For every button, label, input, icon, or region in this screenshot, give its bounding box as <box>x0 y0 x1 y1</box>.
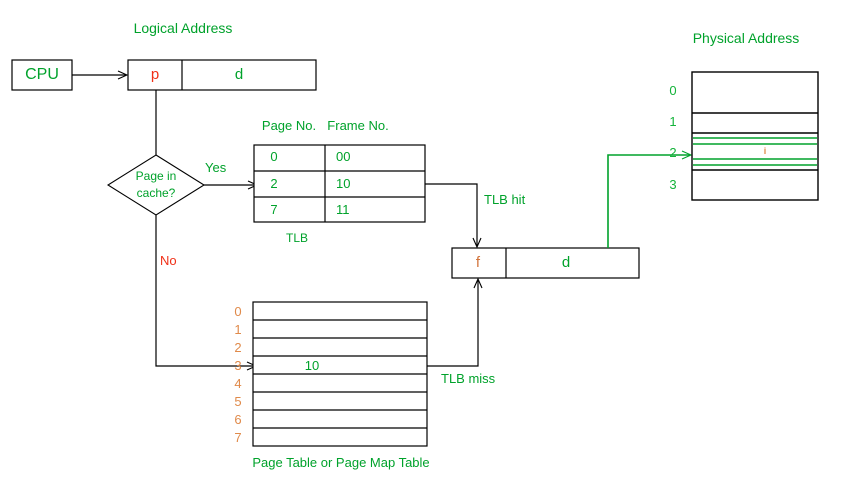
memory-index-2: 2 <box>669 145 677 160</box>
physical-frame-field-label: f <box>475 254 481 271</box>
tlb-miss-label: TLB miss <box>441 371 496 386</box>
no-branch-arrow <box>155 215 255 366</box>
page-table-index-5: 5 <box>234 394 242 409</box>
page-table-index-7: 7 <box>234 430 242 445</box>
tlb-table-border <box>253 144 426 223</box>
page-table-index-2: 2 <box>234 340 242 355</box>
physical-offset-field-label: d <box>561 254 571 271</box>
memory-frame-border <box>691 71 819 201</box>
decision-label-line1: Page in <box>135 169 177 183</box>
decision-diamond <box>106 154 206 216</box>
memory-index-3: 3 <box>669 177 677 192</box>
tlb-row-0-page: 0 <box>270 149 278 164</box>
page-table-index-4: 4 <box>234 376 242 391</box>
page-table-caption: Page Table or Page Map Table <box>252 455 430 470</box>
tlb-row-1-page: 2 <box>270 176 278 191</box>
page-table-index-0: 0 <box>234 304 242 319</box>
tlb-hit-arrow <box>425 183 477 246</box>
yes-branch-label: Yes <box>205 160 227 175</box>
logical-offset-field-label: d <box>234 66 244 83</box>
tlb-row-2-page: 7 <box>270 202 278 217</box>
page-table-index-6: 6 <box>234 412 242 427</box>
logical-page-field-label: p <box>150 66 160 83</box>
logical-address-title: Logical Address <box>133 20 233 36</box>
logical-address-box <box>127 59 317 91</box>
physical-address-title: Physical Address <box>692 30 800 46</box>
memory-highlight-mark: i <box>763 146 767 156</box>
page-table-index-3: 3 <box>234 358 242 373</box>
page-table-index-1: 1 <box>234 322 242 337</box>
no-branch-label: No <box>160 253 177 268</box>
tlb-caption: TLB <box>285 231 309 245</box>
cpu-box <box>11 59 73 91</box>
physical-address-box <box>451 247 640 279</box>
memory-index-0: 0 <box>669 83 677 98</box>
tlb-header-frame-no: Frame No. <box>327 118 389 133</box>
tlb-row-1-frame: 10 <box>336 176 351 191</box>
tlb-header-page-no: Page No. <box>261 118 317 133</box>
memory-index-1: 1 <box>669 114 677 129</box>
decision-label-line2: cache? <box>136 186 176 200</box>
tlb-hit-label: TLB hit <box>484 192 526 207</box>
offset-to-memory-connector <box>607 155 690 248</box>
tlb-row-2-frame: 11 <box>336 202 350 217</box>
tlb-row-0-frame: 00 <box>336 149 351 164</box>
tlb-miss-arrow <box>427 280 478 367</box>
page-table-value-3: 10 <box>304 358 320 373</box>
cpu-label: CPU <box>25 66 59 83</box>
